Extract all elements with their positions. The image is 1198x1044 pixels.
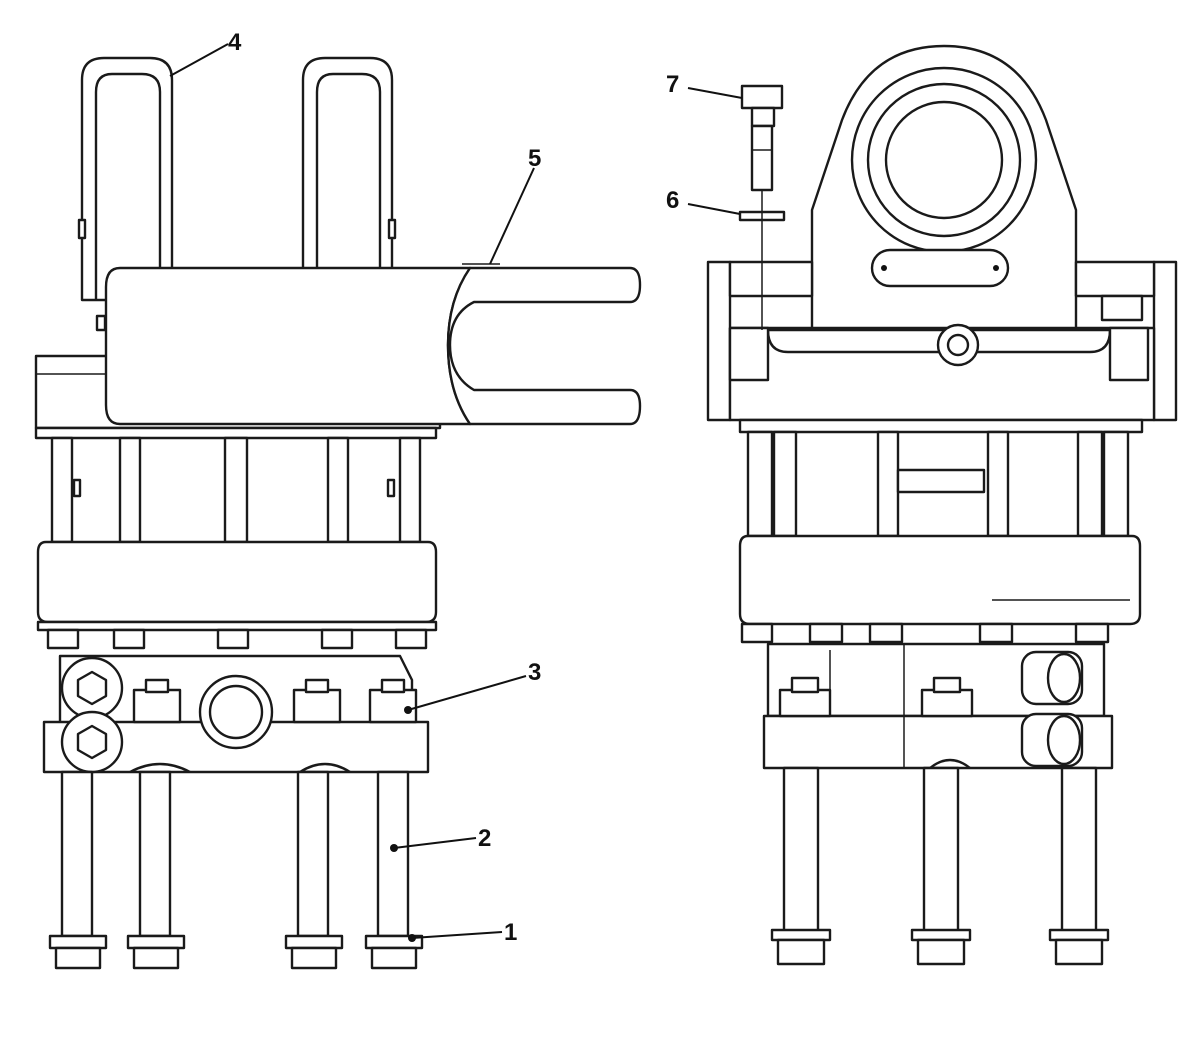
callout-3: 3 xyxy=(404,659,541,714)
right-posts xyxy=(746,430,1130,538)
svg-text:3: 3 xyxy=(528,659,541,686)
right-housing-nubs xyxy=(740,622,1110,644)
callout-6: 6 xyxy=(666,187,741,215)
callout-1: 1 xyxy=(408,919,517,946)
svg-text:7: 7 xyxy=(666,71,679,98)
right-rotator-housing xyxy=(738,534,1142,626)
left-rotator-housing xyxy=(36,540,438,624)
left-posts xyxy=(50,436,422,544)
svg-text:1: 1 xyxy=(504,919,517,946)
callout-7: 7 xyxy=(666,71,743,99)
callout-4: 4 xyxy=(169,29,242,77)
right-side-rail-left xyxy=(706,260,732,422)
item-3-manifold xyxy=(42,654,430,774)
svg-text:4: 4 xyxy=(228,29,242,56)
svg-text:6: 6 xyxy=(666,187,679,214)
right-bolt-heads xyxy=(770,928,1110,966)
item-4-lug-pair xyxy=(77,56,397,332)
svg-text:5: 5 xyxy=(528,145,541,172)
item-2-bolts-left xyxy=(60,770,410,938)
right-bottom-manifold xyxy=(762,642,1114,770)
right-view xyxy=(706,44,1178,966)
right-side-rail-right xyxy=(1152,260,1178,422)
callout-2: 2 xyxy=(390,825,491,852)
left-view xyxy=(34,56,642,970)
pivot-mount xyxy=(810,44,1078,332)
right-bolts xyxy=(782,766,1098,934)
left-housing-nubs xyxy=(46,628,428,650)
callout-5: 5 xyxy=(489,145,541,265)
item-5-cylinder xyxy=(104,263,642,426)
item-7-screw xyxy=(740,84,784,192)
item-1-bolt-heads-left xyxy=(48,934,424,970)
svg-text:2: 2 xyxy=(478,825,491,852)
